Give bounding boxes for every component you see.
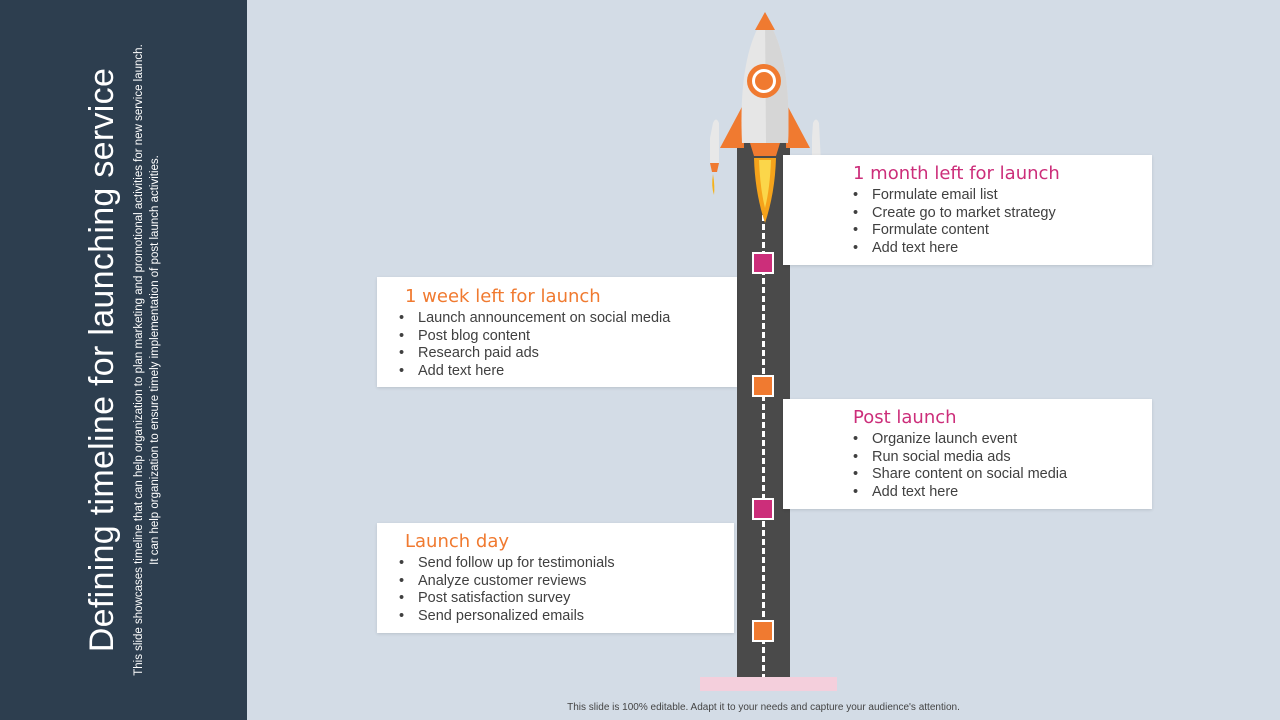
list-item: Create go to market strategy [853,205,1152,223]
road-base [700,677,837,691]
milestone-list: Formulate email list Create go to market… [853,187,1152,257]
list-item: Add text here [853,240,1152,258]
list-item: Post satisfaction survey [399,590,734,608]
milestone-card-launch-day: Launch day Send follow up for testimonia… [377,523,734,633]
milestone-title: 1 month left for launch [853,163,1060,184]
sidebar: Defining timeline for launching service … [0,0,247,720]
timeline-dashed-line [762,215,765,680]
rocket-nose [755,12,775,30]
list-item: Add text here [853,484,1152,502]
timeline-marker-2 [752,375,774,397]
list-item: Research paid ads [399,345,737,363]
milestone-card-1-month: 1 month left for launch Formulate email … [783,155,1152,265]
list-item: Launch announcement on social media [399,310,737,328]
milestone-list: Send follow up for testimonials Analyze … [399,555,734,625]
list-item: Organize launch event [853,431,1152,449]
list-item: Send follow up for testimonials [399,555,734,573]
list-item: Share content on social media [853,466,1152,484]
left-fin [720,103,744,148]
timeline-marker-1 [752,252,774,274]
rocket-nozzle [750,143,780,156]
timeline-marker-4 [752,620,774,642]
milestone-title: Launch day [405,531,510,552]
slide-subtitle: This slide showcases timeline that can h… [132,44,161,676]
rocket-icon [710,12,821,223]
milestone-card-1-week: 1 week left for launch Launch announceme… [377,277,737,387]
list-item: Analyze customer reviews [399,573,734,591]
list-item: Send personalized emails [399,608,734,626]
milestone-title: Post launch [853,407,957,428]
right-fin [786,103,810,148]
sidebar-text-block: Defining timeline for launching service … [38,40,208,680]
timeline-marker-3 [752,498,774,520]
footer-note: This slide is 100% editable. Adapt it to… [567,702,960,713]
list-item: Post blog content [399,328,737,346]
list-item: Formulate email list [853,187,1152,205]
milestone-list: Organize launch event Run social media a… [853,431,1152,501]
left-booster [710,119,719,195]
list-item: Formulate content [853,222,1152,240]
list-item: Add text here [399,363,737,381]
milestone-title: 1 week left for launch [405,286,601,307]
slide-title: Defining timeline for launching service [82,67,121,653]
list-item: Run social media ads [853,449,1152,467]
milestone-list: Launch announcement on social media Post… [399,310,737,380]
milestone-card-post-launch: Post launch Organize launch event Run so… [783,399,1152,509]
